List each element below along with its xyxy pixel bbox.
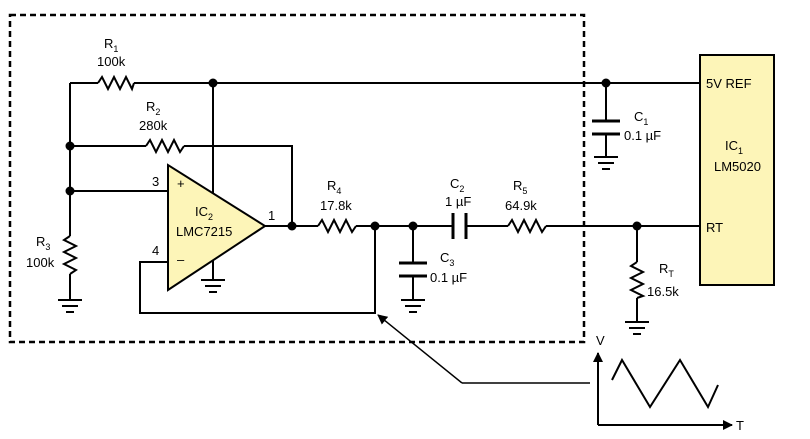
pin1-label: 1	[268, 208, 275, 223]
pointer-arrow-diagonal	[377, 314, 463, 384]
opamp-ic2	[167, 163, 267, 292]
capacitor-c3	[399, 261, 427, 278]
c3-label: C3	[440, 250, 454, 268]
resistor-r3	[61, 235, 79, 275]
ground-c1	[594, 156, 618, 170]
resistor-rt	[628, 261, 646, 299]
rt-value: 16.5k	[647, 284, 679, 299]
pin-5v-ref-label: 5V REF	[706, 76, 752, 91]
junction-dot	[601, 78, 611, 88]
opamp-minus-sign: –	[177, 252, 185, 267]
ground-r3	[58, 299, 82, 313]
junction-dot	[370, 221, 380, 231]
ic1-box	[699, 54, 775, 286]
wire-r2	[70, 145, 293, 226]
junction-dot	[287, 221, 297, 231]
r5-value: 64.9k	[505, 198, 537, 213]
ic1-part: LM5020	[714, 159, 761, 174]
r2-value: 280k	[139, 118, 168, 133]
ground-c3	[401, 299, 425, 313]
triangle-wave	[611, 357, 719, 410]
capacitor-c1	[592, 119, 620, 136]
r3-label: R3	[36, 234, 50, 252]
c3-value: 0.1 µF	[430, 270, 467, 285]
graph-v-label: V	[596, 333, 605, 348]
pin-rt-label: RT	[706, 220, 723, 235]
c2-value: 1 µF	[445, 194, 471, 209]
resistor-r5	[507, 217, 547, 235]
c1-label: C1	[634, 109, 648, 127]
c2-label: C2	[450, 176, 464, 194]
junction-dot	[408, 221, 418, 231]
opamp-plus-sign: +	[177, 176, 185, 191]
ic2-part: LMC7215	[176, 224, 232, 239]
junction-dot	[65, 186, 75, 196]
junction-dot	[208, 78, 218, 88]
r2-label: R2	[146, 99, 160, 117]
capacitor-c2	[451, 213, 468, 239]
ic2-label: IC2	[195, 204, 213, 222]
pin3-label: 3	[152, 174, 159, 189]
junction-dot	[65, 141, 75, 151]
ic1-label: IC1	[725, 138, 743, 156]
ground-opamp	[201, 279, 225, 293]
r4-value: 17.8k	[320, 198, 352, 213]
resistor-r4	[317, 217, 357, 235]
graph-t-label: T	[736, 418, 744, 433]
wire-pin4	[139, 226, 376, 314]
resistor-r2	[145, 137, 185, 155]
r4-label: R4	[327, 178, 341, 196]
resistor-r1	[97, 74, 135, 92]
r5-label: R5	[513, 178, 527, 196]
r1-label: R1	[104, 36, 118, 54]
rt-label: RT	[659, 261, 674, 279]
c1-value: 0.1 µF	[624, 128, 661, 143]
r3-value: 100k	[26, 255, 55, 270]
junction-dot	[632, 221, 642, 231]
r1-value: 100k	[97, 54, 126, 69]
ground-rt	[625, 321, 649, 335]
pin4-label: 4	[152, 243, 159, 258]
